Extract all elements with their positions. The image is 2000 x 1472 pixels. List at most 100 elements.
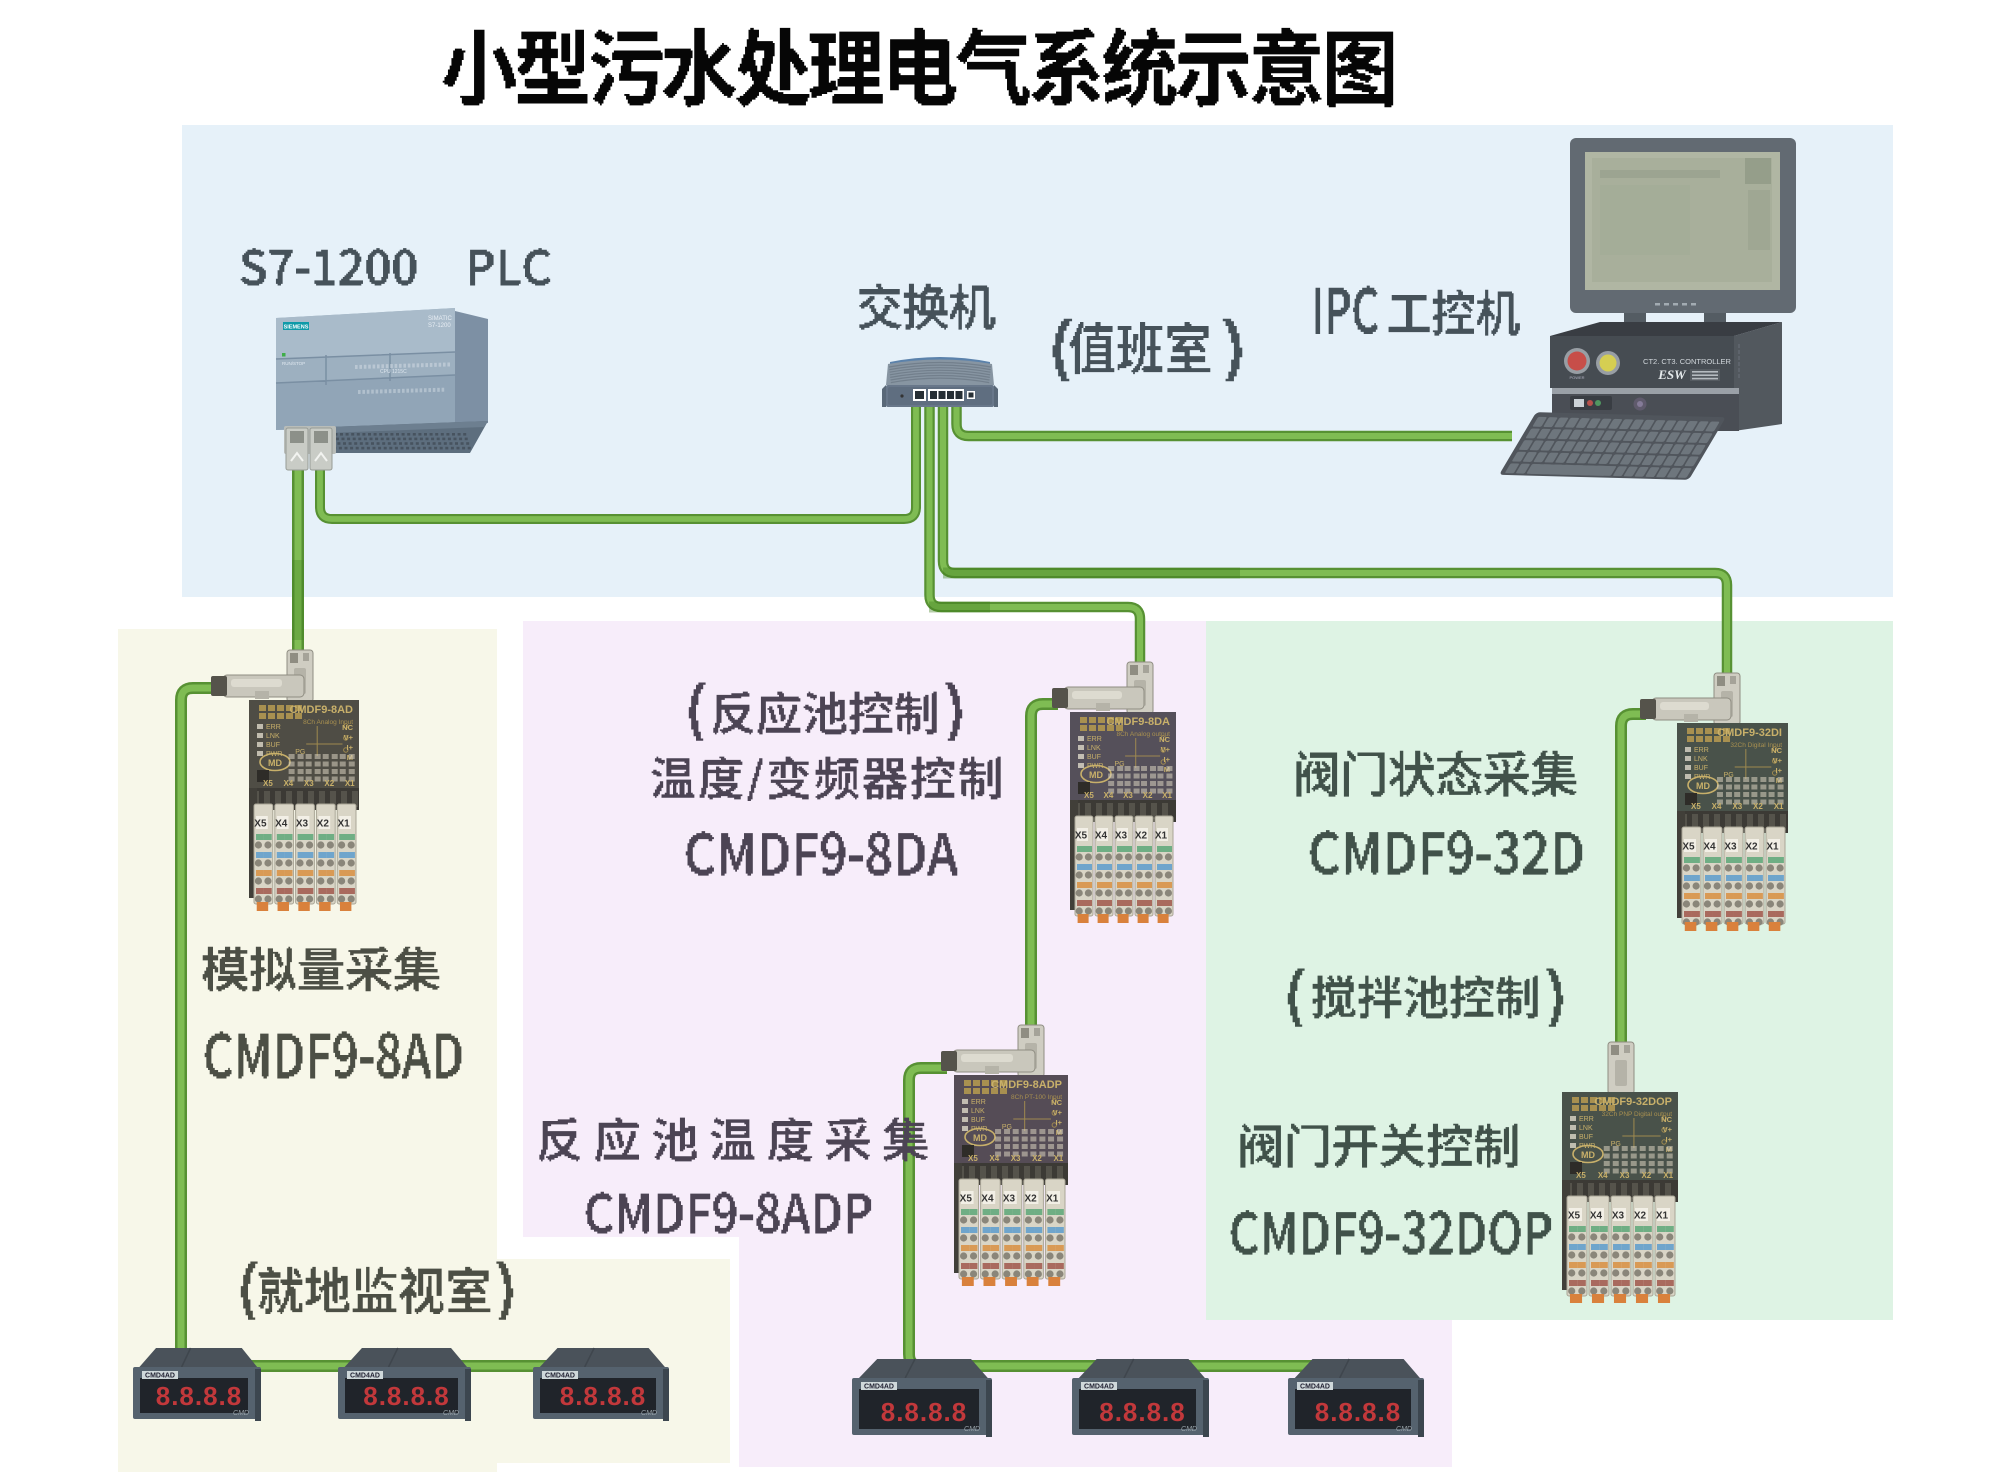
svg-text:8.8.8.8: 8.8.8.8 xyxy=(156,1381,243,1411)
svg-text:X1: X1 xyxy=(1663,1171,1673,1180)
svg-text:CMDF9-8DA: CMDF9-8DA xyxy=(1106,716,1170,728)
svg-text:CMDF9-32DOP: CMDF9-32DOP xyxy=(1594,1096,1672,1108)
svg-text:ERR: ERR xyxy=(266,724,281,731)
svg-text:X5: X5 xyxy=(968,1154,978,1163)
svg-text:X2: X2 xyxy=(1143,791,1153,800)
svg-text:V+: V+ xyxy=(1773,756,1783,765)
svg-text:CMDF9-8AD: CMDF9-8AD xyxy=(289,704,353,716)
svg-text:CMD: CMD xyxy=(1396,1426,1412,1433)
svg-text:I+: I+ xyxy=(1164,755,1171,764)
svg-text:BUF: BUF xyxy=(1694,765,1708,772)
svg-text:8Ch Analog Input: 8Ch Analog Input xyxy=(303,719,353,726)
svg-text:X1: X1 xyxy=(1656,1211,1669,1222)
svg-text:8.8.8.8: 8.8.8.8 xyxy=(560,1381,647,1411)
svg-text:X5: X5 xyxy=(960,1194,973,1205)
svg-text:V+: V+ xyxy=(344,733,354,742)
svg-text:NC: NC xyxy=(1771,746,1782,755)
svg-text:X4: X4 xyxy=(283,779,293,788)
svg-text:X3: X3 xyxy=(1732,802,1742,811)
svg-text:NC: NC xyxy=(1661,1115,1672,1124)
svg-text:S7-1200: S7-1200 xyxy=(428,323,451,329)
svg-text:I+: I+ xyxy=(347,743,354,752)
svg-text:X5: X5 xyxy=(263,779,273,788)
svg-text:PG: PG xyxy=(1724,772,1734,779)
svg-text:X3: X3 xyxy=(1620,1171,1630,1180)
svg-text:SIEMENS: SIEMENS xyxy=(284,325,309,331)
svg-text:PWR: PWR xyxy=(971,1126,987,1133)
svg-text:I+: I+ xyxy=(1776,766,1783,775)
svg-text:X2: X2 xyxy=(1634,1211,1647,1222)
svg-text:X4: X4 xyxy=(1104,791,1114,800)
svg-text:SIMATIC: SIMATIC xyxy=(428,316,453,322)
svg-text:X5: X5 xyxy=(1576,1171,1586,1180)
svg-text:CMD: CMD xyxy=(641,1410,657,1417)
svg-text:CMD4AD: CMD4AD xyxy=(1084,1384,1114,1391)
svg-text:X2: X2 xyxy=(1641,1171,1651,1180)
svg-text:MD: MD xyxy=(268,758,282,768)
svg-text:PWR: PWR xyxy=(1579,1143,1595,1150)
svg-text:CMDF9-8ADP: CMDF9-8ADP xyxy=(991,1079,1062,1091)
svg-text:CMD4AD: CMD4AD xyxy=(145,1373,175,1380)
svg-text:X5: X5 xyxy=(1691,802,1701,811)
svg-text:X3: X3 xyxy=(1115,831,1128,842)
svg-text:X1: X1 xyxy=(345,779,355,788)
svg-text:MD: MD xyxy=(1089,770,1103,780)
svg-text:CMD: CMD xyxy=(443,1410,459,1417)
svg-text:ERR: ERR xyxy=(1694,747,1709,754)
svg-text:X4: X4 xyxy=(981,1194,994,1205)
svg-text:X5: X5 xyxy=(1682,842,1695,853)
svg-text:X5: X5 xyxy=(1075,831,1088,842)
svg-text:ERR: ERR xyxy=(1579,1116,1594,1123)
svg-text:X2: X2 xyxy=(1753,802,1763,811)
svg-text:LNK: LNK xyxy=(1694,756,1708,763)
svg-text:X2: X2 xyxy=(1745,842,1758,853)
svg-text:X4: X4 xyxy=(989,1154,999,1163)
svg-text:CMD: CMD xyxy=(233,1410,249,1417)
svg-text:CMD4AD: CMD4AD xyxy=(1300,1384,1330,1391)
svg-text:CMD4AD: CMD4AD xyxy=(350,1373,380,1380)
svg-text:MD: MD xyxy=(1581,1150,1595,1160)
svg-text:X3: X3 xyxy=(1003,1194,1016,1205)
svg-text:PG: PG xyxy=(295,749,305,756)
svg-text:PWR: PWR xyxy=(1694,774,1710,781)
svg-text:NC: NC xyxy=(342,723,353,732)
svg-text:MD: MD xyxy=(1696,781,1710,791)
svg-text:LNK: LNK xyxy=(971,1108,985,1115)
svg-text:X2: X2 xyxy=(317,819,330,830)
svg-text:8.8.8.8: 8.8.8.8 xyxy=(363,1381,450,1411)
svg-text:I+: I+ xyxy=(1666,1135,1673,1144)
svg-text:RUN/STOP: RUN/STOP xyxy=(282,361,305,366)
svg-text:BUF: BUF xyxy=(1579,1134,1593,1141)
svg-text:X3: X3 xyxy=(304,779,314,788)
svg-text:CMD: CMD xyxy=(1181,1426,1197,1433)
svg-text:LNK: LNK xyxy=(1087,745,1101,752)
svg-text:BUF: BUF xyxy=(266,742,280,749)
svg-text:8.8.8.8: 8.8.8.8 xyxy=(881,1397,968,1427)
svg-text:X4: X4 xyxy=(1712,802,1722,811)
svg-text:X4: X4 xyxy=(1598,1171,1608,1180)
svg-text:8.8.8.8: 8.8.8.8 xyxy=(1099,1397,1186,1427)
svg-text:MD: MD xyxy=(973,1133,987,1143)
svg-text:X3: X3 xyxy=(1724,842,1737,853)
svg-text:PWR: PWR xyxy=(1087,763,1103,770)
svg-text:X1: X1 xyxy=(337,819,350,830)
svg-text:X2: X2 xyxy=(324,779,334,788)
svg-text:CMD4AD: CMD4AD xyxy=(864,1384,894,1391)
svg-text:X3: X3 xyxy=(296,819,309,830)
svg-text:X1: X1 xyxy=(1766,842,1779,853)
svg-text:NC: NC xyxy=(1051,1098,1062,1107)
svg-text:X5: X5 xyxy=(1568,1211,1581,1222)
svg-text:ERR: ERR xyxy=(971,1099,986,1106)
svg-text:X4: X4 xyxy=(1095,831,1108,842)
svg-text:ERR: ERR xyxy=(1087,736,1102,743)
svg-text:32Ch Digital Input: 32Ch Digital Input xyxy=(1730,742,1782,749)
svg-text:X4: X4 xyxy=(1703,842,1716,853)
svg-text:CPU 1215C: CPU 1215C xyxy=(380,369,407,375)
svg-text:X2: X2 xyxy=(1032,1154,1042,1163)
svg-text:V+: V+ xyxy=(1161,745,1171,754)
svg-text:8.8.8.8: 8.8.8.8 xyxy=(1315,1397,1402,1427)
svg-text:LNK: LNK xyxy=(266,733,280,740)
svg-text:X1: X1 xyxy=(1774,802,1784,811)
svg-text:POWER: POWER xyxy=(1569,375,1584,380)
svg-text:X3: X3 xyxy=(1123,791,1133,800)
